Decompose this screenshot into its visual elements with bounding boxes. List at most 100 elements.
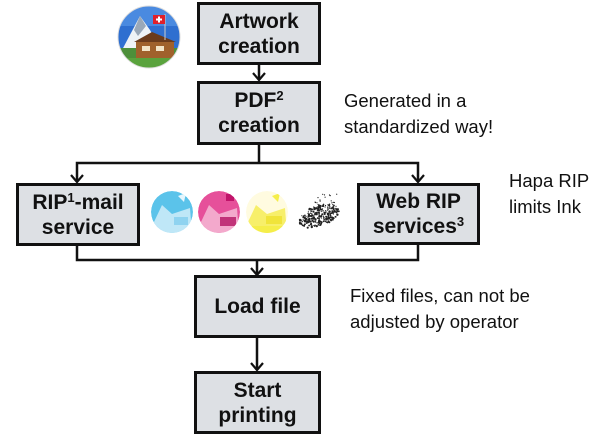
halftone-dot	[328, 194, 331, 196]
halftone-dot	[301, 215, 303, 217]
halftone-dot	[315, 213, 318, 216]
halftone-dot	[305, 215, 307, 218]
halftone-dot	[324, 204, 327, 207]
halftone-dot	[322, 210, 324, 212]
halftone-dot	[317, 203, 319, 206]
halftone-dot	[323, 216, 325, 219]
halftone-dot	[310, 208, 313, 211]
halftone-dot	[327, 213, 329, 216]
halftone-dot	[332, 204, 334, 206]
halftone-dot	[320, 222, 323, 225]
halftone-dot	[320, 208, 323, 211]
halftone-dot	[330, 207, 332, 210]
halftone-dot	[336, 213, 339, 216]
halftone-dot	[320, 217, 323, 219]
halftone-dot	[335, 216, 337, 218]
halftone-dot	[301, 224, 304, 227]
halftone-dot	[331, 202, 333, 204]
halftone-dot	[304, 214, 306, 217]
node-start-printing: Start printing	[194, 371, 321, 434]
node-label: creation	[218, 114, 300, 137]
cyan-separation	[151, 191, 193, 233]
note-line: Generated in a	[344, 90, 467, 111]
halftone-dot	[318, 211, 320, 214]
black-halftone-separation	[298, 193, 340, 229]
halftone-dot	[298, 221, 301, 224]
halftone-dot	[324, 217, 327, 220]
halftone-dot	[319, 199, 321, 201]
halftone-dot	[314, 224, 316, 227]
node-label: PDF2	[234, 88, 283, 113]
halftone-dot	[321, 213, 324, 216]
halftone-dot	[326, 212, 328, 214]
node-label-main: services	[372, 215, 457, 238]
halftone-dot	[319, 206, 321, 208]
halftone-dot	[322, 204, 324, 206]
halftone-dot	[328, 206, 330, 208]
halftone-dot	[337, 210, 340, 213]
halftone-dot	[316, 222, 318, 224]
halftone-dot	[323, 211, 326, 214]
halftone-dot	[307, 211, 310, 213]
halftone-dot	[332, 201, 334, 203]
note-rip: Hapa RIP limits Ink	[509, 168, 589, 220]
halftone-dot	[333, 205, 335, 207]
node-rip-mail-service: RIP1-mail service	[16, 183, 140, 246]
halftone-dot	[302, 216, 305, 219]
halftone-dot	[305, 219, 307, 222]
footnote-marker: 1	[67, 189, 75, 205]
node-pdf-creation: PDF2 creation	[197, 81, 321, 145]
halftone-dot	[322, 215, 325, 217]
note-line: Hapa RIP	[509, 170, 590, 191]
halftone-dot	[336, 211, 338, 214]
halftone-dot	[303, 224, 305, 227]
halftone-dot	[334, 210, 336, 213]
halftone-dot	[330, 215, 332, 217]
halftone-dot	[305, 222, 308, 224]
halftone-dot	[318, 217, 320, 220]
node-label: RIP1-mail	[32, 190, 123, 215]
halftone-dot	[316, 202, 318, 204]
halftone-dot	[298, 218, 302, 222]
connector-split	[75, 161, 420, 182]
halftone-dot	[307, 218, 310, 220]
halftone-dot	[312, 210, 315, 213]
node-web-rip-services: Web RIP services3	[357, 183, 480, 245]
halftone-dot	[320, 211, 322, 213]
halftone-dot	[317, 224, 319, 226]
halftone-dot	[328, 204, 331, 207]
halftone-dot	[319, 208, 321, 211]
halftone-dot	[314, 218, 317, 221]
halftone-dot	[306, 226, 309, 229]
halftone-dot	[317, 197, 319, 199]
halftone-dot	[326, 221, 329, 224]
halftone-dot	[335, 205, 337, 207]
note-line: standardized way!	[344, 116, 494, 137]
halftone-dot	[318, 210, 321, 212]
halftone-dot	[310, 225, 313, 229]
node-label: printing	[218, 403, 297, 427]
footnote-marker: 3	[456, 214, 465, 229]
halftone-dot	[333, 201, 335, 204]
halftone-dot	[309, 220, 312, 223]
halftone-dot	[318, 219, 320, 222]
magenta-separation	[198, 191, 240, 233]
halftone-dot	[327, 206, 329, 208]
halftone-dot	[315, 225, 318, 228]
halftone-dot	[307, 212, 309, 214]
halftone-dot	[307, 217, 309, 219]
halftone-dot	[332, 207, 335, 210]
halftone-dot	[316, 209, 318, 211]
node-label: Start	[233, 378, 282, 402]
connector-merge	[75, 244, 420, 262]
node-label-rest: -mail	[74, 190, 124, 214]
halftone-dot	[313, 217, 315, 219]
node-label-main: PDF	[234, 89, 277, 112]
halftone-dot	[322, 193, 324, 195]
halftone-dot	[310, 218, 313, 220]
halftone-dot	[316, 217, 318, 219]
node-label: creation	[218, 34, 300, 58]
node-label-main: RIP	[32, 190, 68, 214]
halftone-dot	[305, 217, 308, 220]
